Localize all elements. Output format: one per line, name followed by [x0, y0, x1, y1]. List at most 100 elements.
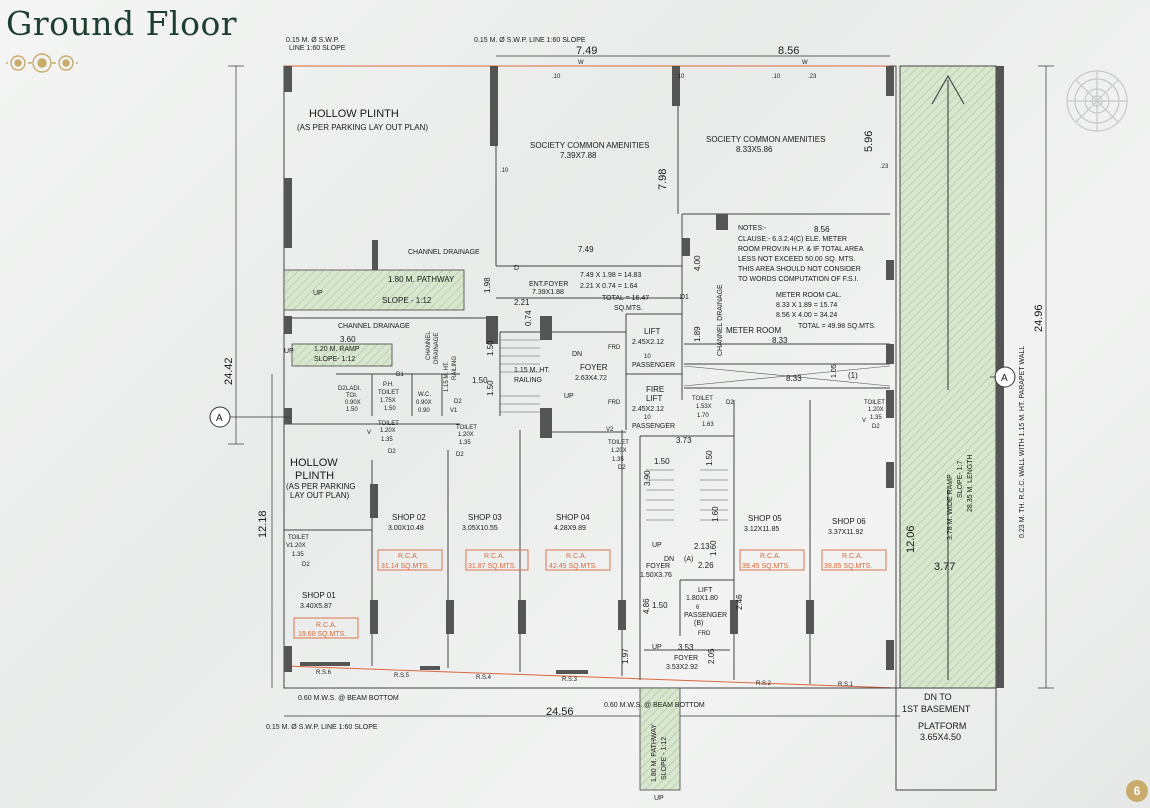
wc-size: 0.90X [416, 400, 432, 406]
notes-line-2: ROOM PROV.IN H.P. & IF TOTAL AREA [738, 246, 864, 253]
lift-b-cap: 6 [696, 605, 700, 611]
foyer-a-size: 1.50X3.76 [640, 572, 672, 579]
toilet-5-label: TOILET [864, 400, 885, 406]
door-d2-a: D2 [338, 386, 346, 392]
vent-v-b: V [286, 543, 290, 549]
dim-150b: 1.50 [472, 376, 488, 385]
section-a-left-label: A [216, 413, 223, 424]
dim-left-2442: 24.42 [223, 357, 235, 385]
meter-calc-1: 8.33 X 1.89 = 15.74 [776, 302, 837, 309]
toilet-3-size2: 1.35 [612, 457, 624, 463]
window-w-a: W [578, 60, 584, 66]
railing-1: 1.15 M. HT. [514, 367, 550, 374]
dim-150a: 1.50 [486, 340, 495, 356]
toilet-6-size: 1.20X [290, 543, 306, 549]
ph-toilet-size2: 1.50 [384, 406, 396, 412]
pathway-up: UP [313, 290, 323, 297]
lift-b-size: 1.80X1.80 [686, 595, 718, 602]
dim-226: 2.26 [698, 561, 714, 570]
swp-note-left-line: LINE 1:60 SLOPE [289, 45, 346, 52]
lift-b-type: PASSENGER [684, 612, 727, 619]
dim-023-a: .23 [808, 74, 817, 80]
ornament-left-icon [6, 53, 78, 73]
dim-197: 1.97 [621, 648, 630, 664]
shop-04-label: SHOP 04 [556, 513, 590, 522]
rca-05-value: 39.45 SQ.MTS. [742, 563, 790, 570]
fire-lift-cap: 10 [644, 415, 651, 421]
foyer-a-mark: (A) [684, 556, 693, 563]
ramp-label: 1.20 M. RAMP [314, 346, 360, 353]
toilet-1-size2: 1.35 [381, 437, 393, 443]
calc-total: TOTAL = 16.47 [602, 295, 649, 302]
rca-03-label: R.C.A. [484, 553, 505, 560]
mark-1: (1) [848, 371, 858, 380]
ph-toilet-size: 1.75X [380, 398, 396, 404]
stair-dn: DN [572, 351, 582, 358]
notes-line-3: LESS NOT EXCEED 50.00 SQ. MTS. [738, 256, 855, 263]
frd-3: FRD [698, 631, 711, 637]
rca-06-value: 39.85 SQ.MTS. [824, 563, 872, 570]
toilet-2-size2: 1.35 [459, 440, 471, 446]
section-a-right-label: A [1001, 373, 1008, 384]
door-d2-g: D2 [302, 562, 310, 568]
dim-221: 2.21 [514, 298, 530, 307]
lift-size: 2.45X2.12 [632, 339, 664, 346]
toilet-6-size2: 1.35 [292, 552, 304, 558]
vent-v-c: V [862, 418, 866, 424]
shop-02-label: SHOP 02 [392, 513, 426, 522]
pathway-slope: SLOPE - 1:12 [382, 296, 432, 305]
sca1-size: 7.39X7.88 [560, 151, 597, 160]
dim-160a: 1.60 [709, 540, 718, 556]
side-ramp-length: 28.35 M. LENGTH [967, 454, 974, 512]
platform-size: 3.65X4.50 [920, 732, 961, 742]
dim-bottom-2456: 24.56 [546, 706, 574, 718]
railing-2: 1.15 M. HT. [444, 361, 450, 392]
frd-2: FRD [608, 400, 621, 406]
toilet-6-label: TOILET [288, 535, 309, 541]
ph-toilet-label2: TOILET [378, 390, 399, 396]
dim-v-798: 7.98 [657, 169, 669, 190]
lift-label: LIFT [644, 327, 661, 336]
hollow-plinth-2-sub2: LAY OUT PLAN) [290, 491, 349, 500]
foyer-a-dn: DN [664, 556, 674, 563]
dim-right-2496: 24.96 [1033, 304, 1045, 332]
lift-b-mark: (B) [694, 620, 703, 627]
bottom-up: UP [654, 795, 664, 802]
ladi-size: 0.90X [345, 400, 361, 406]
ladi-toi-label: LADI. [346, 386, 361, 392]
dim-010-b: .10 [772, 74, 781, 80]
fire-lift-type: PASSENGER [632, 423, 675, 430]
ent-foyer-label: ENT.FOYER [529, 281, 568, 288]
meter-room-label: METER ROOM [726, 326, 781, 335]
stair-up: UP [564, 393, 574, 400]
dim-749b: 7.49 [578, 245, 594, 254]
foyer-b-up: UP [652, 644, 662, 651]
dim-360: 3.60 [340, 335, 356, 344]
meter-calc-title: METER ROOM CAL. [776, 292, 842, 299]
rca-03-value: 31.87 SQ.MTS. [468, 563, 516, 570]
calc-1: 7.49 X 1.98 = 14.83 [580, 272, 641, 279]
dim-198: 1.98 [483, 277, 492, 293]
swp-note-center: 0.15 M. Ø S.W.P. LINE 1:60 SLOPE [474, 37, 586, 44]
hollow-plinth-1-label: HOLLOW PLINTH [309, 108, 399, 120]
toilet-4-label: TOILET [692, 396, 713, 402]
mws-center: 0.60 M.W.S. @ BEAM BOTTOM [604, 702, 705, 709]
hollow-plinth-2b-label: PLINTH [295, 470, 334, 482]
ent-foyer-size: 7.39X1.88 [532, 289, 564, 296]
platform-label: PLATFORM [918, 721, 966, 731]
toilet-4-size2: 1.70 [697, 413, 709, 419]
notes-title: NOTES:- [738, 225, 767, 232]
door-d2-f: D2 [872, 424, 880, 430]
sca1-label: SOCIETY COMMON AMENITIES [530, 141, 649, 150]
foyer-b-size: 3.53X2.92 [666, 664, 698, 671]
shop-01-size: 3.40X5.87 [300, 603, 332, 610]
rca-06-label: R.C.A. [842, 553, 863, 560]
dim-213: 2.13 [694, 542, 710, 551]
parapet-note: 0.23 M. TH. R.C.C. WALL WITH 1.15 M. HT.… [1019, 346, 1026, 538]
dim-150d: 1.50 [654, 457, 670, 466]
door-d: D [514, 265, 519, 272]
toilet-3-size: 1.20X [611, 448, 627, 454]
rs4: R.S.4 [476, 675, 492, 681]
fire-lift-label2: LIFT [646, 394, 663, 403]
